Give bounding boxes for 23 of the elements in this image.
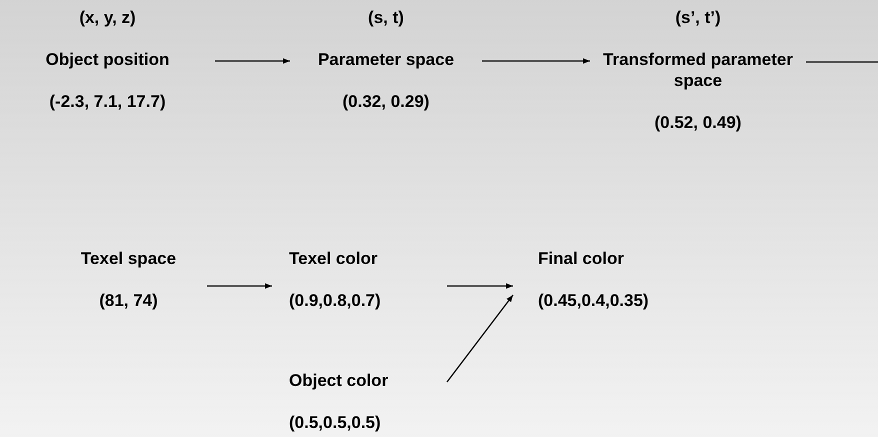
arrow [447,283,513,289]
coordinate-label: (x, y, z) [78,7,137,28]
coordinate-label: (s, t) [367,7,405,28]
coordinate-label: (s’, t’) [674,7,722,28]
text-label: (0.45,0.4,0.35) [538,290,650,311]
text-label: (0.52, 0.49) [654,112,742,133]
text-label: Transformed parameter space [602,49,794,91]
arrow [446,294,514,382]
text-label: (0.9,0.8,0.7) [289,290,382,311]
text-label: (81, 74) [98,290,159,311]
text-label: Object position [44,49,170,70]
text-label: (0.5,0.5,0.5) [289,412,382,433]
arrow [207,283,272,289]
text-label: (-2.3, 7.1, 17.7) [48,91,167,112]
text-label: Object color [289,370,390,391]
text-label: Parameter space [316,49,456,70]
text-label: Final color [538,248,625,269]
text-label: (0.32, 0.29) [342,91,430,112]
line [806,61,878,63]
arrow [482,58,590,64]
text-label: Texel space [80,248,178,269]
arrow [215,58,290,64]
text-label: Texel color [289,248,378,269]
